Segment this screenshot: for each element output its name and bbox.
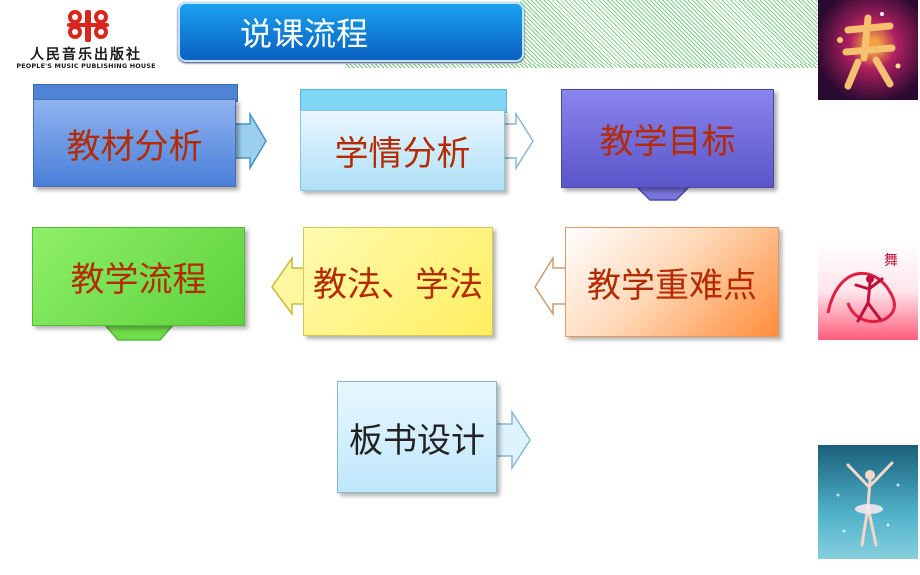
title-bar bbox=[178, 2, 524, 62]
node-textbook-analysis: 教材分析 bbox=[33, 99, 236, 187]
page-title: 说课流程 bbox=[240, 15, 369, 53]
ribbon-dancer-photo: 舞 bbox=[818, 243, 918, 340]
node-teaching-process: 教学流程 bbox=[32, 227, 245, 326]
arrow-right-icon bbox=[231, 111, 267, 171]
node-key-difficult-points: 教学重难点 bbox=[565, 227, 779, 337]
node-teaching-learning-methods: 教法、学法 bbox=[303, 227, 493, 336]
arrow-left-icon bbox=[534, 255, 570, 317]
svg-text:舞: 舞 bbox=[884, 253, 898, 269]
arrow-right-icon bbox=[494, 409, 531, 471]
arrow-right-icon bbox=[502, 111, 534, 171]
logo-emblem-icon bbox=[67, 10, 109, 42]
arrow-down-icon bbox=[102, 323, 176, 341]
logo-name-en: PEOPLE'S MUSIC PUBLISHING HOUSE bbox=[16, 62, 156, 70]
node-board-design: 板书设计 bbox=[337, 381, 497, 493]
arrow-down-icon bbox=[634, 185, 692, 201]
logo-name-cn: 人民音乐出版社 bbox=[30, 47, 142, 63]
ballet-dancer-photo bbox=[818, 445, 918, 559]
publisher-logo: 人民音乐出版社 PEOPLE'S MUSIC PUBLISHING HOUSE bbox=[6, 8, 166, 72]
dance-calligraphy-photo bbox=[818, 0, 918, 100]
node-teaching-objectives: 教学目标 bbox=[561, 89, 774, 188]
arrow-left-icon bbox=[271, 255, 308, 317]
node-learner-analysis: 学情分析 bbox=[300, 110, 505, 191]
header-hatch-pattern bbox=[520, 0, 820, 66]
header-hatch-line bbox=[345, 64, 821, 68]
